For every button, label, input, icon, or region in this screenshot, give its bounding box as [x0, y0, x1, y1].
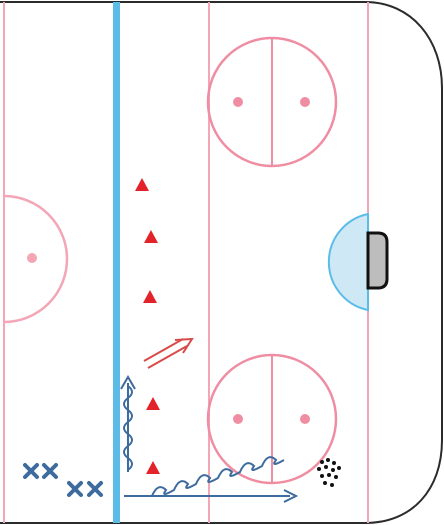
cone: [146, 461, 160, 474]
player-x-icon: [87, 481, 103, 497]
cones: [135, 178, 160, 474]
player-x-icon: [23, 463, 39, 479]
puck-pile: [317, 458, 341, 487]
center-faceoff-dot: [27, 253, 37, 263]
bottom-right-faceoff-dot: [300, 414, 310, 424]
vertical-skate-path: [120, 375, 136, 472]
center-circle: [3, 194, 69, 324]
top-faceoff-circle: [206, 36, 338, 168]
top-right-faceoff-dot: [300, 97, 310, 107]
player-x-icon: [67, 481, 83, 497]
bottom-left-faceoff-dot: [233, 414, 243, 424]
cone: [146, 397, 160, 410]
cone: [135, 178, 149, 191]
goal-crease: [327, 212, 369, 312]
goal-net: [366, 231, 389, 290]
cone: [143, 290, 157, 303]
players: [23, 463, 103, 497]
cone: [144, 230, 158, 243]
top-left-faceoff-dot: [233, 97, 243, 107]
horizontal-skate-path: [124, 456, 299, 503]
bottom-faceoff-circle: [206, 353, 338, 485]
player-x-icon: [42, 463, 58, 479]
blue-line: [113, 2, 120, 523]
pass-arrow: [143, 337, 194, 369]
